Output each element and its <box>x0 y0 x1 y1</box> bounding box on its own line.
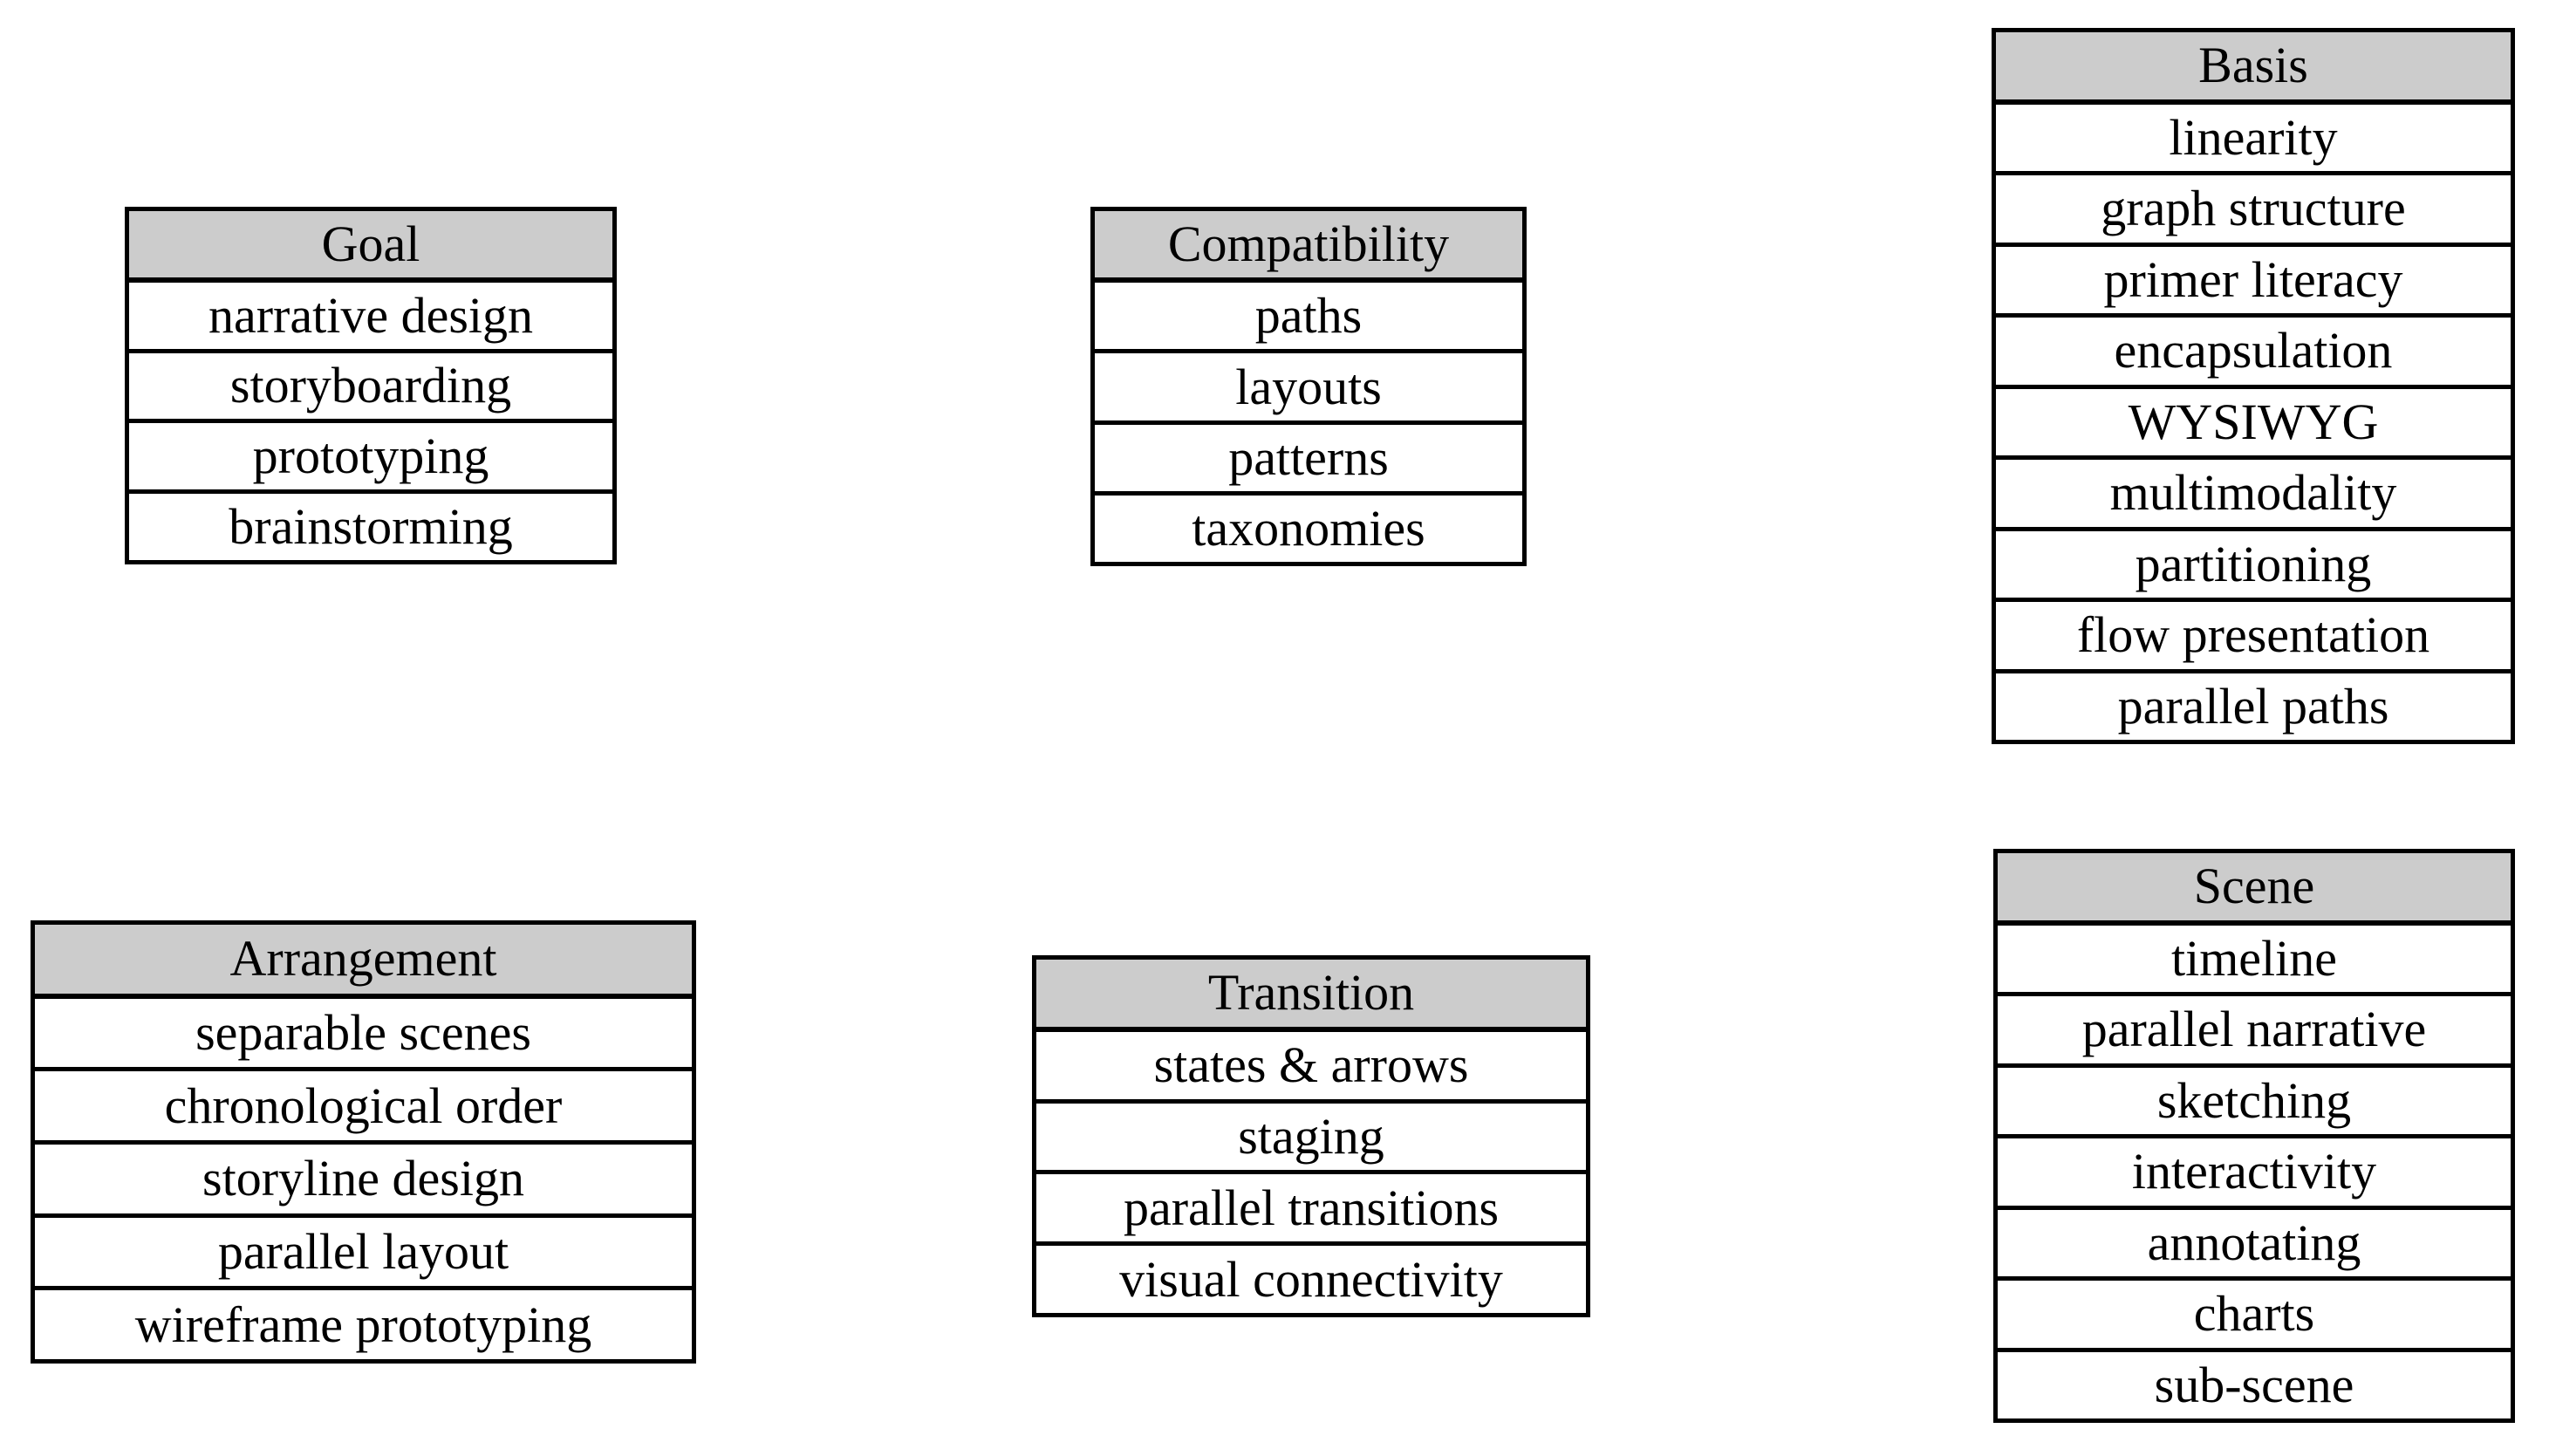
table-row: timeline <box>1998 926 2511 996</box>
table-goal: Goal narrative design storyboarding prot… <box>125 207 617 564</box>
table-header: Compatibility <box>1095 211 1522 284</box>
table-row: layouts <box>1095 353 1522 425</box>
table-row: paths <box>1095 283 1522 354</box>
table-transition: Transition states & arrows staging paral… <box>1032 955 1590 1317</box>
table-row: storyline design <box>35 1145 692 1218</box>
table-row: taxonomies <box>1192 499 1425 557</box>
table-row: primer literacy <box>1996 247 2511 318</box>
table-row: charts <box>1998 1281 2511 1352</box>
table-row: sketching <box>1998 1068 2511 1138</box>
table-row: parallel layout <box>35 1218 692 1291</box>
table-header: Transition <box>1036 960 1586 1032</box>
table-row: visual connectivity <box>1119 1250 1503 1308</box>
table-header: Scene <box>1998 853 2511 926</box>
table-header: Goal <box>129 211 612 283</box>
table-row: annotating <box>1998 1210 2511 1281</box>
table-row: graph structure <box>1996 175 2511 247</box>
table-header: Arrangement <box>35 925 692 999</box>
table-row: interactivity <box>1998 1138 2511 1210</box>
table-row: chronological order <box>35 1071 692 1145</box>
table-row: separable scenes <box>35 999 692 1072</box>
table-row: narrative design <box>129 283 612 353</box>
table-row: brainstorming <box>229 498 513 556</box>
table-scene: Scene timeline parallel narrative sketch… <box>1993 849 2515 1423</box>
table-basis: Basis linearity graph structure primer l… <box>1992 28 2515 744</box>
table-row: flow presentation <box>1996 602 2511 673</box>
table-row: WYSIWYG <box>1996 389 2511 460</box>
table-row: patterns <box>1095 425 1522 496</box>
table-row: multimodality <box>1996 460 2511 531</box>
table-row: prototyping <box>129 423 612 495</box>
table-row: staging <box>1036 1104 1586 1175</box>
table-row: parallel transitions <box>1036 1174 1586 1247</box>
table-row: encapsulation <box>1996 318 2511 389</box>
table-arrangement: Arrangement separable scenes chronologic… <box>31 920 696 1364</box>
table-row: partitioning <box>1996 531 2511 602</box>
table-row: parallel paths <box>2117 677 2389 735</box>
table-row: sub-scene <box>2154 1356 2354 1413</box>
table-row: storyboarding <box>129 353 612 424</box>
table-row: linearity <box>1996 105 2511 175</box>
table-header: Basis <box>1996 32 2511 105</box>
table-row: states & arrows <box>1036 1032 1586 1104</box>
table-row: parallel narrative <box>1998 996 2511 1068</box>
table-compatibility: Compatibility paths layouts patterns tax… <box>1090 207 1527 566</box>
table-row: wireframe prototyping <box>134 1295 592 1353</box>
